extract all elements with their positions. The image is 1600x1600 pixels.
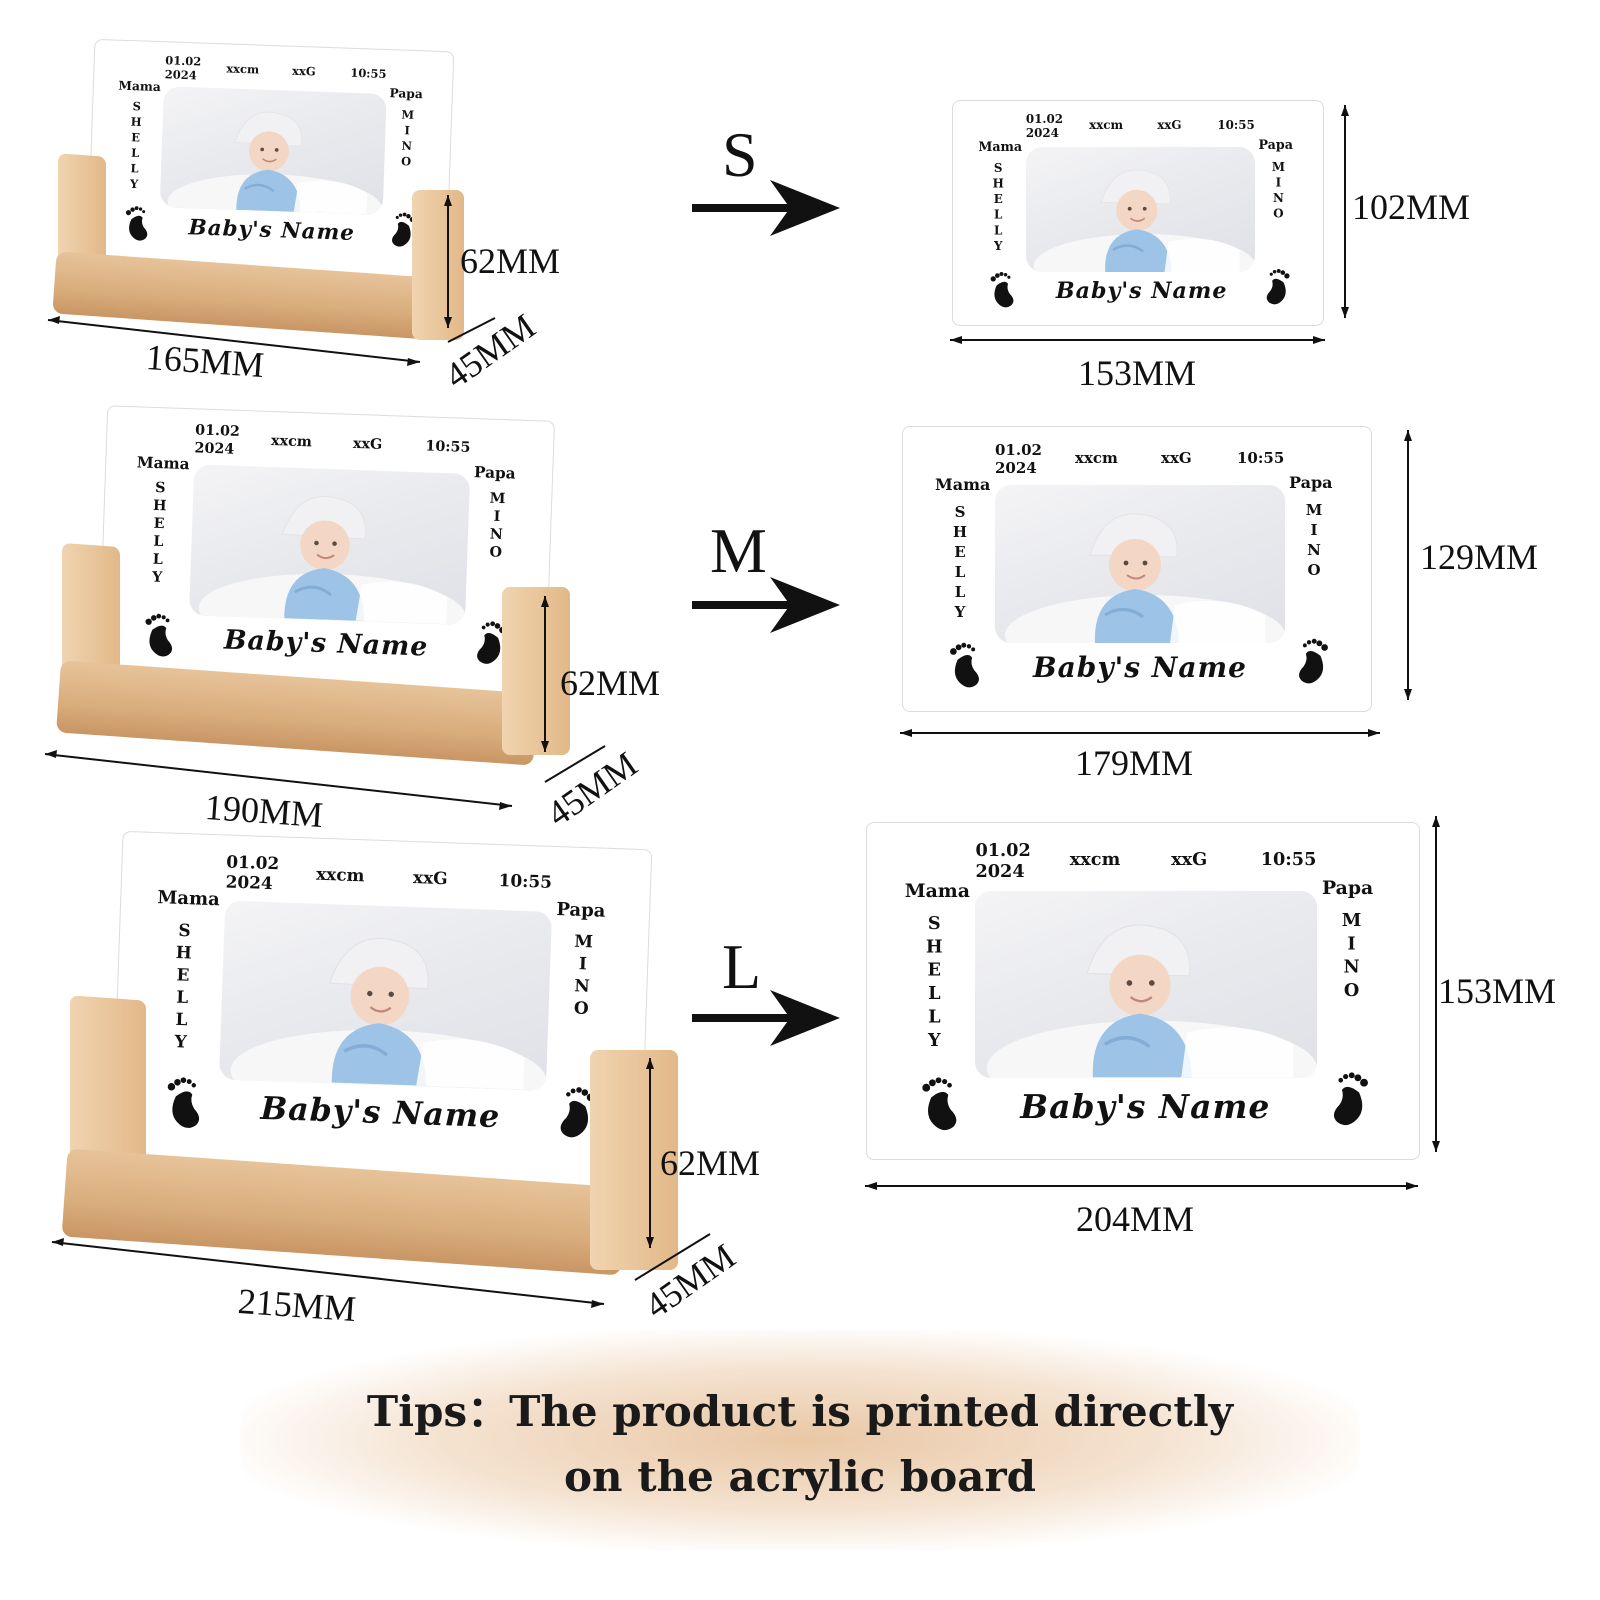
size-letter-s: S xyxy=(722,119,758,190)
baby-illustration xyxy=(230,938,546,1091)
time-value: 10:55 xyxy=(1260,848,1317,870)
baby-photo xyxy=(188,464,471,625)
left-footprint-icon xyxy=(158,1072,219,1133)
papa-label: Papa xyxy=(1258,137,1293,153)
stand-right-post xyxy=(502,587,570,755)
weight-value: xxG xyxy=(1161,449,1192,467)
tips-line-1: Tips：The product is printed directly xyxy=(366,1387,1234,1436)
baby-photo xyxy=(1025,146,1256,272)
baby-name-script: Baby's Name xyxy=(1055,278,1228,305)
right-footprint-icon xyxy=(1254,266,1295,307)
left-footprint-icon xyxy=(138,610,189,661)
stand-width-s: 165MM xyxy=(144,336,266,386)
papa-name-vertical: MINO xyxy=(1305,501,1323,581)
papa-label: Papa xyxy=(1321,877,1374,900)
stand-right-post xyxy=(590,1050,678,1270)
stand-height-l: 62MM xyxy=(660,1143,761,1183)
size-letter-l: L xyxy=(722,931,762,1002)
left-footprint-icon xyxy=(943,639,995,691)
date-line-1: 01.02 xyxy=(975,839,1031,861)
length-value: xxcm xyxy=(1069,848,1121,870)
baby-illustration xyxy=(1005,513,1285,643)
left-footprint-icon xyxy=(914,1073,975,1134)
weight-value: xxG xyxy=(1171,848,1208,870)
length-value: xxcm xyxy=(1089,118,1124,133)
mama-label: Mama xyxy=(904,879,970,902)
board-width-s: 153MM xyxy=(1078,353,1197,393)
mama-label: Mama xyxy=(935,475,991,494)
left-footprint-icon xyxy=(985,269,1026,310)
baby-illustration xyxy=(1033,169,1256,272)
baby-illustration xyxy=(987,924,1318,1078)
mama-name-vertical: SHELLY xyxy=(991,161,1006,255)
board-height-l: 153MM xyxy=(1438,971,1557,1011)
baby-illustration xyxy=(168,112,383,216)
dimension-lines-m xyxy=(44,430,1412,810)
date-line-1: 01.02 xyxy=(995,441,1042,459)
papa-name-vertical: MINO xyxy=(1341,910,1363,1004)
mama-name-vertical: SHELLY xyxy=(923,912,945,1053)
board-height-m: 129MM xyxy=(1420,537,1539,577)
stand-right-post xyxy=(412,190,464,340)
dimension-lines-s xyxy=(47,105,1349,366)
baby-photo xyxy=(995,485,1285,643)
time-value: 10:55 xyxy=(1237,449,1285,467)
papa-name-vertical: MINO xyxy=(1271,159,1286,222)
size-letter-m: M xyxy=(710,515,767,586)
baby-photo xyxy=(975,891,1318,1078)
date-line-1: 01.02 xyxy=(1025,112,1063,127)
baby-illustration xyxy=(198,496,466,625)
board-width-m: 179MM xyxy=(1075,743,1194,783)
baby-photo xyxy=(160,86,387,216)
length-value: xxcm xyxy=(1075,449,1118,467)
date-line-2: 2024 xyxy=(1025,126,1059,141)
tips-background-glow xyxy=(240,1330,1360,1550)
left-footprint-icon xyxy=(119,203,160,244)
stand-height-s: 62MM xyxy=(460,241,561,281)
board-height-s: 102MM xyxy=(1352,187,1471,227)
weight-value: xxG xyxy=(1157,118,1182,133)
dimension-lines-l xyxy=(51,816,1440,1308)
baby-name-script: Baby's Name xyxy=(1033,651,1247,684)
tips-line-2: on the acrylic board xyxy=(564,1452,1036,1501)
mama-name-vertical: SHELLY xyxy=(951,503,969,623)
mama-label: Mama xyxy=(978,138,1023,154)
papa-label: Papa xyxy=(1289,473,1333,492)
baby-photo xyxy=(218,900,552,1091)
date-line-2: 2024 xyxy=(975,860,1025,882)
date-line-2: 2024 xyxy=(995,459,1037,477)
stand-width-l: 215MM xyxy=(236,1280,358,1330)
right-footprint-icon xyxy=(1283,635,1335,687)
baby-name-script: Baby's Name xyxy=(1020,1087,1271,1127)
time-value: 10:55 xyxy=(1217,118,1255,133)
stand-height-m: 62MM xyxy=(560,663,661,703)
right-footprint-icon xyxy=(1315,1068,1376,1129)
board-width-l: 204MM xyxy=(1076,1199,1195,1239)
